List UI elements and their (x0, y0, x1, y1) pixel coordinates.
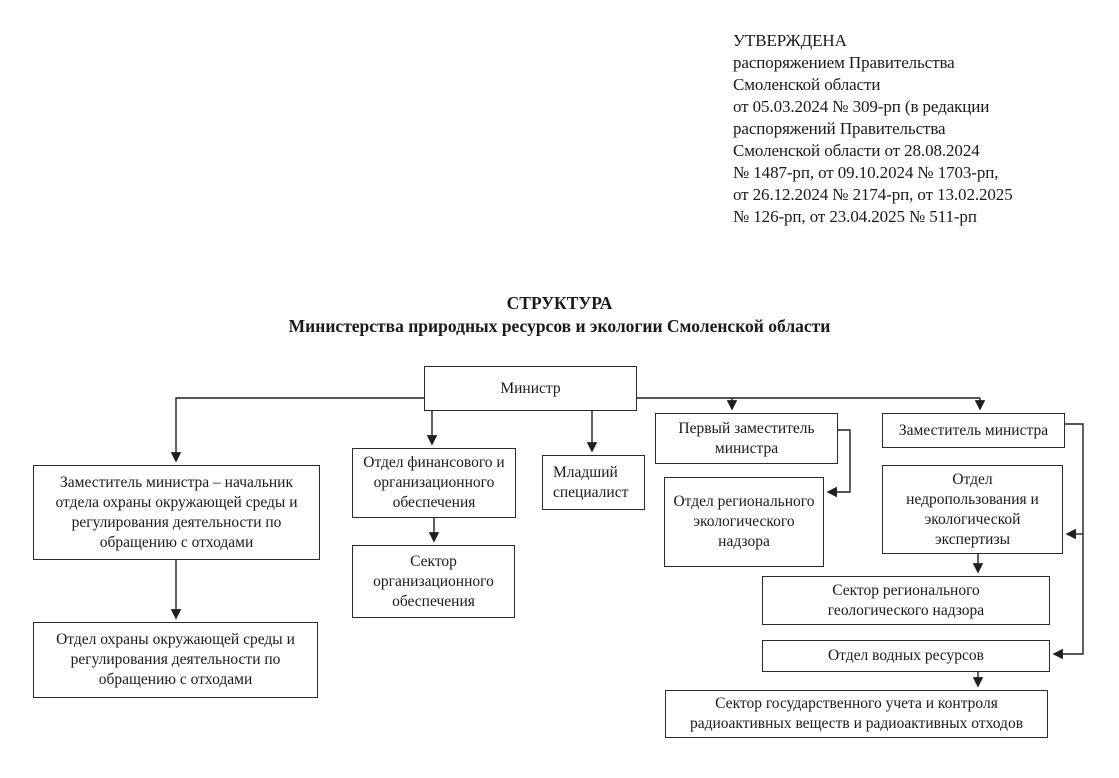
approval-line: УТВЕРЖДЕНА (733, 31, 847, 50)
org-box-junior-specialist: Младший специалист (542, 455, 645, 510)
approval-line: распоряжением Правительства (733, 53, 955, 72)
approval-line: Смоленской области от 28.08.2024 (733, 141, 980, 160)
document-title: СТРУКТУРА Министерства природных ресурсо… (0, 292, 1119, 338)
org-box-first-deputy: Первый заместитель министра (655, 413, 838, 464)
org-box-eco-nadzor: Отдел регионального экологического надзо… (664, 477, 824, 567)
approval-line: распоряжений Правительства (733, 119, 946, 138)
approval-line: от 05.03.2024 № 309-рп (в редакции (733, 97, 990, 116)
approval-line: № 126-рп, от 23.04.2025 № 511-рп (733, 207, 977, 226)
org-box-env-dept: Отдел охраны окружающей среды и регулиро… (33, 622, 318, 698)
org-box-org-sector: Сектор организационного обеспечения (352, 545, 515, 618)
org-box-water-dept: Отдел водных ресурсов (762, 640, 1050, 672)
org-box-deputy-head-env: Заместитель министра – начальник отдела … (33, 465, 320, 560)
org-box-minister: Министр (424, 366, 637, 411)
approval-line: Смоленской области (733, 75, 881, 94)
approval-line: № 1487-рп, от 09.10.2024 № 1703-рп, (733, 163, 999, 182)
approval-line: от 26.12.2024 № 2174-рп, от 13.02.2025 (733, 185, 1013, 204)
title-line-1: СТРУКТУРА (506, 293, 613, 313)
approval-block: УТВЕРЖДЕНА распоряжением Правительства С… (733, 30, 1093, 228)
org-box-deputy-minister: Заместитель министра (882, 413, 1065, 448)
title-line-2: Министерства природных ресурсов и эколог… (288, 316, 831, 336)
org-box-radioactive: Сектор государственного учета и контроля… (665, 690, 1048, 738)
org-box-fin-dept: Отдел финансового и организационного обе… (352, 448, 516, 518)
org-box-subsoil: Отдел недропользования и экологической э… (882, 465, 1063, 554)
org-box-geo-sector: Сектор регионального геологического надз… (762, 576, 1050, 625)
